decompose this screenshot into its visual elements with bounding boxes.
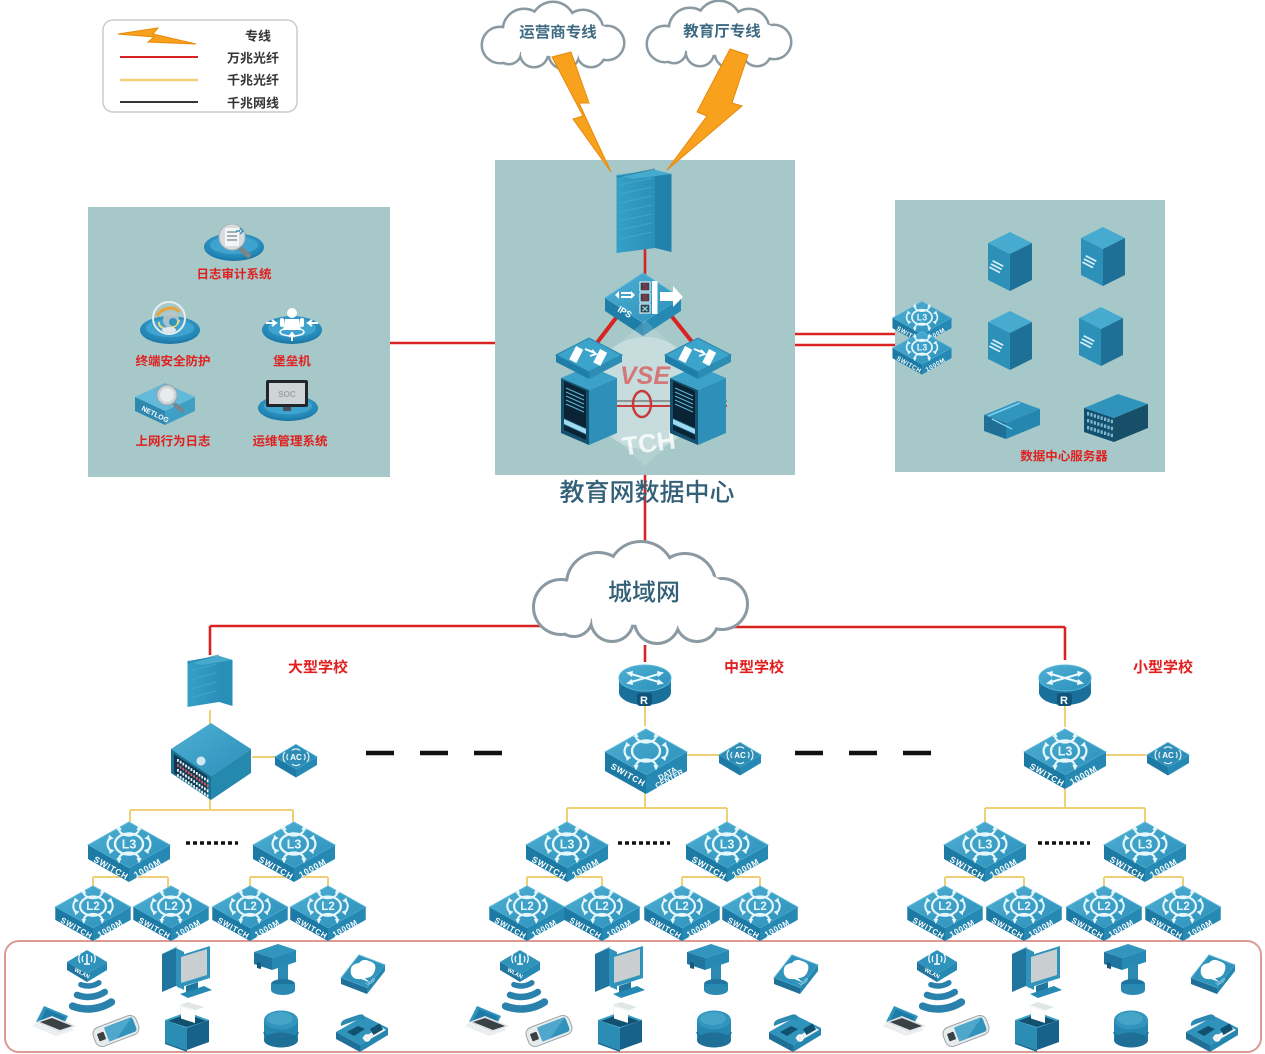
svg-text:AC: AC	[734, 751, 746, 760]
svg-text:VoIP: VoIP	[365, 977, 378, 988]
svg-text:S: S	[642, 294, 648, 303]
svg-text:AC: AC	[1162, 751, 1174, 760]
svg-text:VoIP: VoIP	[798, 977, 811, 988]
svg-text:TCH: TCH	[620, 424, 677, 461]
svg-text:VSE: VSE	[620, 362, 671, 390]
svg-text:S: S	[642, 283, 648, 292]
svg-text:SOC: SOC	[278, 390, 296, 399]
svg-text:R: R	[640, 695, 648, 707]
svg-text:VoIP: VoIP	[1215, 977, 1228, 988]
svg-text:R: R	[1060, 695, 1068, 707]
svg-text:AC: AC	[290, 753, 302, 762]
